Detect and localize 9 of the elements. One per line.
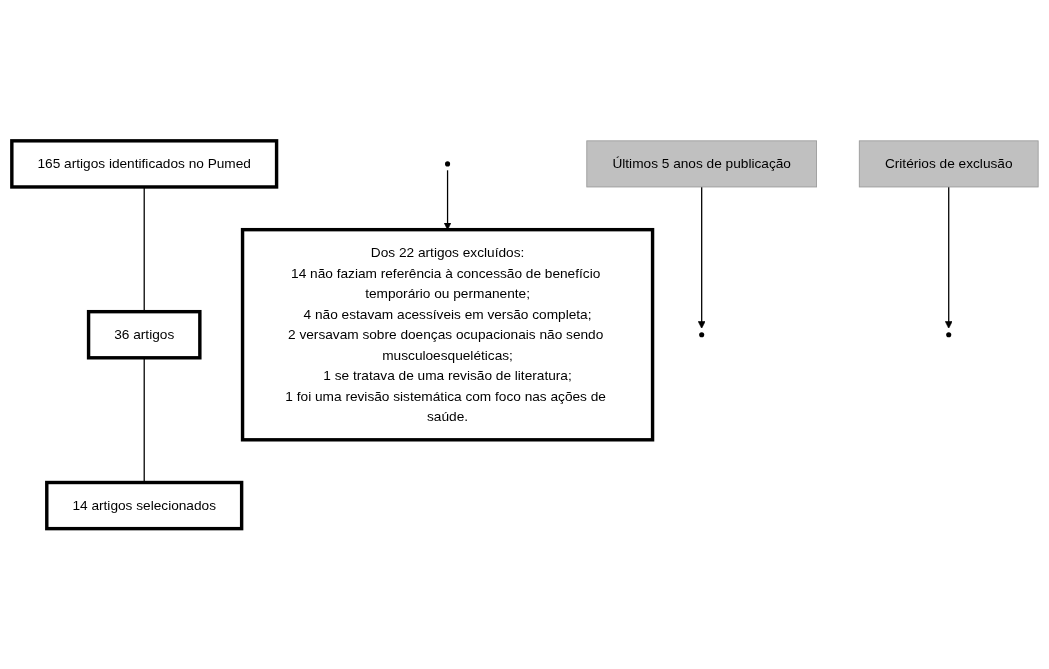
node-box: Últimos 5 anos de publicação bbox=[585, 140, 817, 188]
node-box: 14 artigos selecionados bbox=[44, 480, 243, 531]
arrow bbox=[944, 186, 952, 329]
node-box: 165 artigos identificados no Pumed bbox=[9, 138, 278, 189]
node-box: Critérios de exclusão bbox=[858, 140, 1039, 188]
arrow bbox=[697, 186, 705, 329]
node-box: 36 artigos bbox=[86, 309, 202, 360]
node-box: Dos 22 artigos excluídos: 14 não faziam referência à concessão de benefício temporário ou permanente; 4 não estavam acessíveis em versão completa; 2 versavam sobre doenças ocupacionais não sendo musculoesqueléticas; 1 se tratava de uma revisão de literatura; 1 foi uma revisão sistemática com foco nas ações de saúde. bbox=[240, 227, 654, 442]
arrow bbox=[443, 169, 451, 230]
